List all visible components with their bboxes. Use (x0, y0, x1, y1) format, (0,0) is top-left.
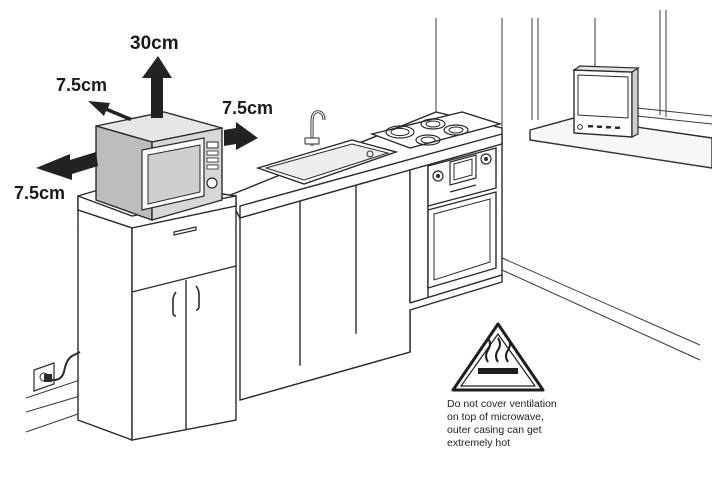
hob (369, 111, 503, 149)
warning-text: Do not cover ventilation on top of micro… (447, 398, 557, 449)
warning-line-2: on top of microwave, (447, 411, 544, 423)
warning-line-4: extremely hot (447, 437, 510, 449)
arrow-left (36, 152, 98, 180)
wall-socket (33, 351, 81, 392)
arrow-right (224, 122, 258, 150)
arrow-top-up (142, 56, 172, 118)
tablet-device (572, 65, 640, 138)
arrow-back-left (88, 101, 132, 121)
sink (255, 139, 399, 185)
clearance-right-label: 7.5cm (222, 98, 273, 118)
warning-line-3: outer casing can get (447, 424, 542, 436)
tap (304, 110, 326, 146)
clearance-left-label: 7.5cm (14, 183, 65, 203)
hot-surface-warning-icon (451, 322, 545, 392)
built-in-oven (427, 147, 497, 289)
clearance-back-left-label: 7.5cm (56, 75, 107, 95)
clearance-top-label: 30cm (130, 33, 179, 54)
warning-line-1: Do not cover ventilation (447, 398, 557, 410)
room-walls (25, 18, 701, 433)
microwave (95, 111, 223, 221)
